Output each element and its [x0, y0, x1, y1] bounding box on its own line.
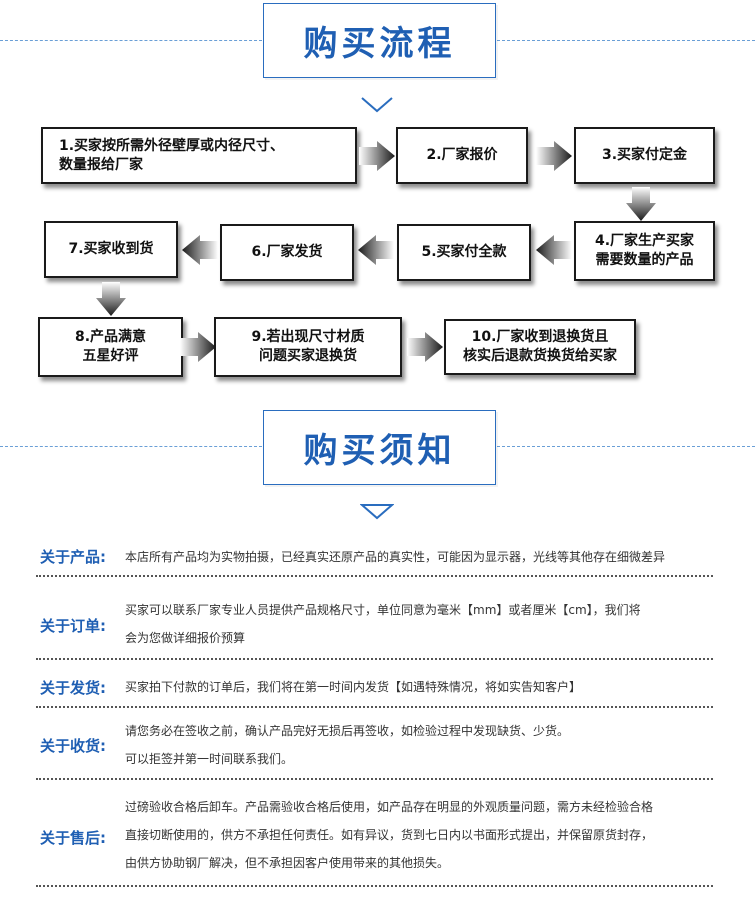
flow-step-5-label: 5.买家付全款 — [421, 244, 507, 260]
flow-section-heading: 购买流程 — [263, 3, 496, 78]
flow-step-10-label: 10.厂家收到退换货且 核实后退款货换货给买家 — [463, 329, 617, 364]
gradient-arrow-icon — [359, 141, 395, 171]
flow-step-6-label: 6.厂家发货 — [251, 244, 323, 260]
notice-label-product: 关于产品: — [40, 548, 106, 566]
gradient-arrow-icon — [407, 332, 443, 362]
flow-step-8: 8.产品满意 五星好评 — [38, 317, 183, 377]
heading-divider-left — [0, 40, 262, 41]
row-divider — [36, 706, 713, 708]
flow-step-2-label: 2.厂家报价 — [426, 147, 498, 163]
chevron-down-icon — [360, 504, 394, 520]
gradient-arrow-icon — [96, 282, 126, 316]
notice-section-heading: 购买须知 — [263, 410, 496, 485]
notice-section-title: 购买须知 — [303, 431, 456, 471]
flow-step-5: 5.买家付全款 — [397, 224, 531, 281]
flow-step-3: 3.买家付定金 — [574, 127, 715, 184]
row-divider — [36, 658, 713, 660]
flow-step-2: 2.厂家报价 — [396, 127, 528, 184]
flow-step-9-label: 9.若出现尺寸材质 问题买家退换货 — [251, 329, 365, 364]
flow-step-9: 9.若出现尺寸材质 问题买家退换货 — [214, 317, 402, 377]
flow-step-7: 7.买家收到货 — [44, 221, 178, 278]
flow-step-3-label: 3.买家付定金 — [601, 147, 688, 163]
notice-label-shipping: 关于发货: — [40, 679, 106, 697]
notice-label-order: 关于订单: — [40, 617, 106, 635]
heading-divider-left — [0, 446, 262, 447]
gradient-arrow-icon — [180, 332, 216, 362]
gradient-arrow-icon — [626, 187, 656, 221]
flow-step-8-label: 8.产品满意 五星好评 — [74, 329, 147, 364]
flow-step-1-label: 1.买家按所需外径壁厚或内径尺寸、 数量报给厂家 — [59, 137, 285, 173]
flow-step-6: 6.厂家发货 — [220, 224, 354, 281]
gradient-arrow-icon — [182, 235, 218, 265]
gradient-arrow-icon — [358, 235, 394, 265]
chevron-down-icon — [361, 97, 393, 113]
gradient-arrow-icon — [536, 235, 572, 265]
notice-text-shipping: 买家拍下付款的订单后，我们将在第一时间内发货【如遇特殊情况，将如实告知客户】 — [125, 680, 582, 694]
notice-text-receiving: 请您务必在签收之前，确认产品完好无损后再签收，如检验过程中发现缺货、少货。 可以… — [125, 724, 570, 766]
notice-text-order: 买家可以联系厂家专业人员提供产品规格尺寸，单位同意为毫米【mm】或者厘米【cm】… — [125, 603, 641, 645]
notice-label-receiving: 关于收货: — [40, 737, 106, 755]
notice-text-product: 本店所有产品均为实物拍摄，已经真实还原产品的真实性，可能因为显示器，光线等其他存… — [125, 550, 666, 564]
flow-step-1: 1.买家按所需外径壁厚或内径尺寸、 数量报给厂家 — [41, 127, 357, 184]
notice-label-aftersale: 关于售后: — [40, 829, 106, 847]
flow-step-7-label: 7.买家收到货 — [68, 241, 154, 257]
heading-divider-right — [497, 446, 755, 447]
gradient-arrow-icon — [536, 141, 572, 171]
flow-step-10: 10.厂家收到退换货且 核实后退款货换货给买家 — [444, 319, 636, 375]
row-divider — [36, 575, 713, 577]
flow-step-4-label: 4.厂家生产买家 需要数量的产品 — [594, 233, 695, 268]
row-divider — [36, 778, 713, 780]
flow-step-4: 4.厂家生产买家 需要数量的产品 — [574, 221, 715, 281]
heading-divider-right — [497, 40, 755, 41]
flow-section-title: 购买流程 — [303, 24, 456, 64]
notice-text-aftersale: 过磅验收合格后卸车。产品需验收合格后使用，如产品存在明显的外观质量问题，需方未经… — [125, 800, 654, 870]
row-divider — [36, 885, 713, 887]
